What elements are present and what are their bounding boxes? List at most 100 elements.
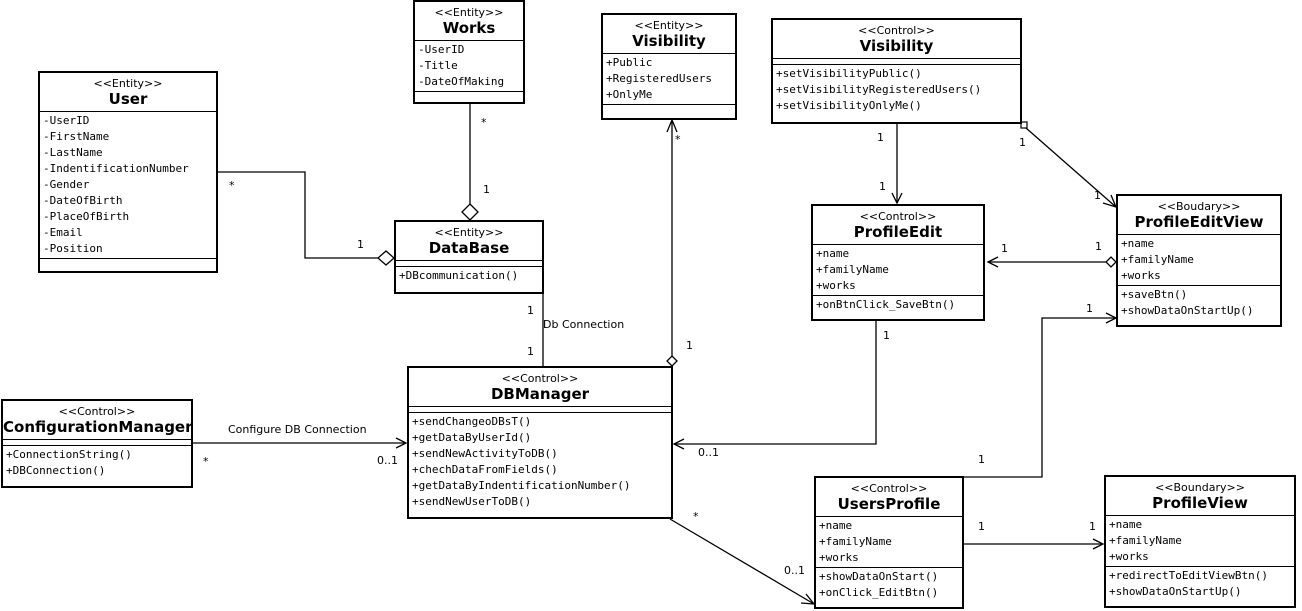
class-name: User [108, 90, 148, 108]
class-profile-edit-view[interactable]: <<Boudary>> ProfileEditView +name +famil… [1116, 194, 1282, 327]
operation: +onClick_EditBtn() [819, 586, 939, 599]
attributes-compartment [409, 406, 671, 412]
attribute: -FirstName [43, 130, 110, 143]
stereotype: <<Entity>> [93, 77, 163, 90]
operation: +DBConnection() [6, 464, 106, 477]
association-profileedit-dbmanager [674, 320, 877, 445]
stereotype: <<Boudary>> [1157, 200, 1241, 213]
class-header: <<Control>> Visibility [773, 20, 1020, 58]
class-name: Works [442, 19, 496, 37]
attribute: +works [819, 551, 859, 564]
attribute: -DateOfBirth [43, 194, 123, 207]
multiplicity-label: 1 [883, 329, 890, 342]
arrowhead [891, 192, 903, 205]
arrowhead [395, 437, 408, 449]
multiplicity-label: 1 [686, 339, 693, 352]
association-dbmanager-usersprofile [669, 518, 815, 605]
operation: +DBcommunication() [399, 269, 519, 282]
class-header: <<Boudary>> ProfileEditView [1118, 196, 1280, 234]
attribute: -DateOfMaking [418, 75, 505, 88]
arrowhead [672, 438, 685, 450]
class-header: <<Entity>> User [40, 73, 216, 111]
operation: +sendChangeoDBsT() [412, 415, 532, 428]
multiplicity-label: 0..1 [784, 564, 805, 577]
attribute: -UserID [418, 43, 465, 56]
class-header: <<Boundary>> ProfileView [1106, 477, 1294, 515]
multiplicity-label: 1 [879, 180, 886, 193]
association-visibility-profileeditview [1025, 127, 1117, 208]
class-works[interactable]: <<Entity>> Works -UserID -Title -DateOfM… [413, 0, 525, 104]
attribute: +works [1121, 269, 1161, 282]
aggregation-diamond [666, 355, 678, 367]
association-usersprofile-profileeditview [955, 317, 1116, 478]
attribute: +familyName [1109, 534, 1182, 547]
operation: +getDataByIndentificationNumber() [412, 479, 631, 492]
class-db-manager[interactable]: <<Control>> DBManager +sendChangeoDBsT()… [407, 366, 673, 519]
association-label: Configure DB Connection [228, 423, 367, 436]
attributes-compartment: +Public +RegisteredUsers +OnlyMe [603, 53, 735, 104]
class-header: <<Control>> DBManager [409, 368, 671, 406]
multiplicity-label: * [229, 179, 235, 192]
class-header: <<Control>> UsersProfile [816, 478, 962, 516]
arrowhead [666, 118, 678, 133]
multiplicity-label: 1 [1019, 136, 1026, 149]
class-header: <<Control>> ProfileEdit [813, 206, 983, 244]
multiplicity-label: 1 [1001, 242, 1008, 255]
multiplicity-label: * [675, 133, 681, 146]
class-header: <<Entity>> Visibility [603, 15, 735, 53]
attribute: +familyName [819, 535, 892, 548]
attribute: -UserID [43, 114, 90, 127]
stereotype: <<Boundary>> [1155, 481, 1245, 494]
operations-compartment: +sendChangeoDBsT() +getDataByUserId() +s… [409, 412, 671, 511]
class-header: <<Entity>> DataBase [396, 222, 542, 260]
class-visibility-control[interactable]: <<Control>> Visibility +setVisibilityPub… [771, 18, 1022, 124]
multiplicity-label: 1 [1095, 240, 1102, 253]
class-visibility-entity[interactable]: <<Entity>> Visibility +Public +Registere… [601, 13, 737, 120]
attributes-compartment: +name +familyName +works [813, 244, 983, 295]
multiplicity-label: 1 [1086, 302, 1093, 315]
operations-compartment [415, 91, 523, 97]
arrowhead [1092, 538, 1105, 550]
attributes-compartment: -UserID -FirstName -LastName -Indentific… [40, 111, 216, 258]
class-profile-view[interactable]: <<Boundary>> ProfileView +name +familyNa… [1104, 475, 1296, 608]
multiplicity-label: 1 [527, 304, 534, 317]
class-name: ProfileView [1152, 494, 1248, 512]
multiplicity-label: 0..1 [377, 454, 398, 467]
operation: +onBtnClick_SaveBtn() [816, 298, 956, 311]
class-database[interactable]: <<Entity>> DataBase +DBcommunication() [394, 220, 544, 294]
arrowhead [986, 256, 999, 268]
operation: +showDataOnStartUp() [1121, 304, 1254, 317]
attribute: +familyName [1121, 253, 1194, 266]
multiplicity-label: 1 [1094, 189, 1101, 202]
class-header: <<Control>> ConfigurationManager [3, 401, 193, 439]
stereotype: <<Control>> [858, 24, 935, 37]
class-configuration-manager[interactable]: <<Control>> ConfigurationManager +Connec… [1, 399, 193, 488]
class-user[interactable]: <<Entity>> User -UserID -FirstName -Last… [38, 71, 218, 273]
operation: +sendNewActivityToDB() [412, 447, 558, 460]
attribute: +works [816, 279, 856, 292]
attribute: +OnlyMe [606, 88, 653, 101]
multiplicity-label: 1 [978, 520, 985, 533]
attributes-compartment: -UserID -Title -DateOfMaking [415, 40, 523, 91]
attributes-compartment [773, 58, 1020, 64]
operations-compartment: +onBtnClick_SaveBtn() [813, 295, 983, 314]
attribute: +familyName [816, 263, 889, 276]
arrowhead [800, 593, 816, 605]
multiplicity-label: 1 [877, 131, 884, 144]
association-user-database [217, 171, 378, 259]
attribute: +name [819, 519, 853, 532]
class-users-profile[interactable]: <<Control>> UsersProfile +name +familyNa… [814, 476, 964, 609]
aggregation-diamond [377, 250, 395, 266]
class-profile-edit[interactable]: <<Control>> ProfileEdit +name +familyNam… [811, 204, 985, 321]
association-label: Db Connection [543, 318, 625, 331]
operation: +showDataOnStart() [819, 570, 939, 583]
operations-compartment [603, 104, 735, 110]
class-name: Visibility [632, 32, 706, 50]
stereotype: <<Control>> [859, 210, 937, 223]
attribute: +works [1109, 550, 1149, 563]
operation: +redirectToEditViewBtn() [1109, 569, 1268, 582]
class-name: ConfigurationManager [3, 418, 193, 436]
operations-compartment: +ConnectionString() +DBConnection() [3, 445, 191, 480]
